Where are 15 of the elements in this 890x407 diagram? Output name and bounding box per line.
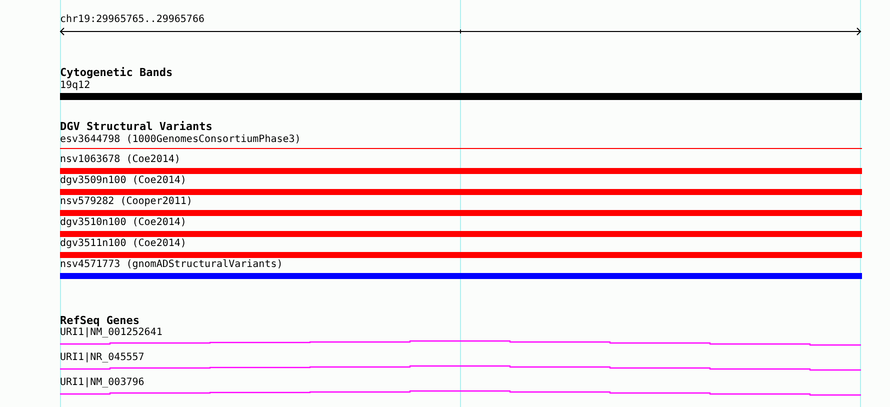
feature-label: esv3644798 (1000GenomesConsortiumPhase3) [60, 134, 301, 146]
feature-label: dgv3509n100 (Coe2014) [60, 175, 186, 187]
feature-label: nsv579282 (Cooper2011) [60, 196, 192, 208]
track-title: DGV Structural Variants [60, 121, 212, 133]
feature-label: URI1|NM_003796 [60, 377, 144, 389]
track-title: RefSeq Genes [60, 315, 140, 327]
coordinate-label: chr19:29965765..29965766 [60, 14, 204, 26]
feature-label: nsv1063678 (Coe2014) [60, 154, 180, 166]
feature-label: 19q12 [60, 80, 90, 92]
feature-label: dgv3511n100 (Coe2014) [60, 238, 186, 250]
feature-label: URI1|NR_045557 [60, 352, 144, 364]
feature-label: URI1|NM_001252641 [60, 327, 162, 339]
track-title: Cytogenetic Bands [60, 67, 173, 79]
feature-label: nsv4571773 (gnomADStructuralVariants) [60, 259, 283, 271]
feature-label: dgv3510n100 (Coe2014) [60, 217, 186, 229]
